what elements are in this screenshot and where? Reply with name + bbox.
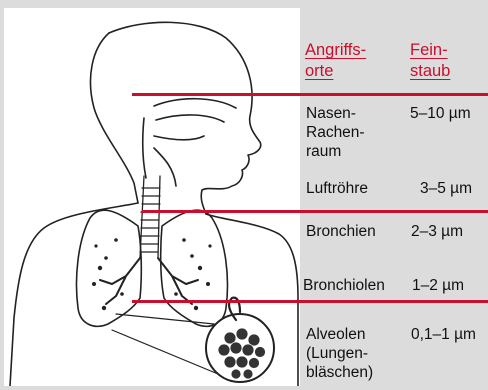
head-back [90, 33, 138, 203]
size-trachea: 3–5 µm [420, 179, 472, 198]
size-alveoli: 0,1–1 µm [411, 325, 476, 344]
size-bronchioles: 1–2 µm [412, 276, 464, 295]
header-attack-sites: Angriffs- orte [305, 40, 366, 82]
indicator-line-trachea [142, 210, 488, 213]
site-trachea: Luftröhre [306, 179, 368, 198]
bronchi [100, 258, 198, 304]
site-bronchi: Bronchien [306, 222, 376, 241]
size-nasopharynx: 5–10 µm [410, 104, 471, 123]
nasal-cavity [154, 99, 236, 140]
alveoli-inset [206, 298, 274, 382]
indicator-line-nasopharynx [132, 93, 488, 96]
trachea [140, 176, 160, 258]
size-bronchi: 2–3 µm [411, 222, 463, 241]
respiratory-system-illustration [4, 8, 300, 386]
header-fine-dust: Fein- staub [410, 40, 450, 82]
site-alveoli: Alveolen (Lungen- bläschen) [306, 325, 373, 382]
site-nasopharynx: Nasen- Rachen- raum [306, 104, 365, 161]
head-outline [109, 22, 261, 214]
zoom-lines [112, 314, 218, 374]
indicator-line-bronchioles [132, 300, 488, 303]
site-bronchioles: Bronchiolen [303, 276, 385, 295]
torso-outline [10, 203, 138, 386]
